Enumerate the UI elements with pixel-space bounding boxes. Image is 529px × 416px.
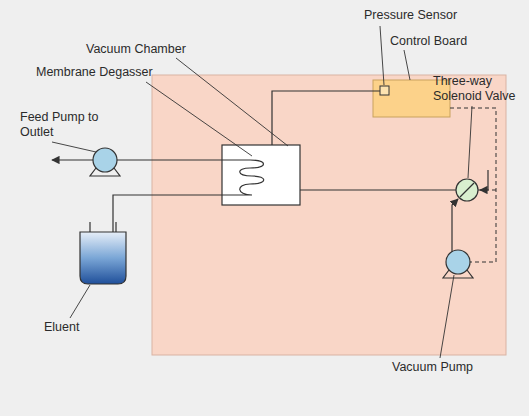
vacuum-pump bbox=[446, 250, 470, 274]
leader-line bbox=[380, 26, 384, 85]
bottle-necks bbox=[90, 222, 116, 232]
pressure-sensor bbox=[380, 86, 389, 95]
eluent-bottle bbox=[80, 232, 126, 284]
part-label: Eluent bbox=[44, 320, 79, 335]
vent-arrow bbox=[480, 170, 488, 190]
feed-pump bbox=[93, 148, 117, 172]
housing-panel bbox=[152, 75, 506, 355]
solenoid-valve bbox=[456, 179, 478, 201]
outlet-arrow bbox=[52, 159, 93, 160]
part-label: Three-way Solenoid Valve bbox=[433, 74, 525, 104]
membrane-coil bbox=[222, 160, 264, 195]
leader-line bbox=[176, 58, 288, 146]
sensor-line bbox=[272, 91, 380, 145]
part-label: Control Board bbox=[390, 34, 467, 49]
suction-line bbox=[113, 195, 222, 236]
part-label: Vacuum Chamber bbox=[86, 42, 186, 57]
leader-line bbox=[70, 285, 90, 318]
leader-line bbox=[146, 82, 252, 156]
valve-needle bbox=[460, 183, 474, 197]
part-label: Membrane Degasser bbox=[36, 65, 153, 80]
control-signal bbox=[450, 108, 496, 262]
part-label: Vacuum Pump bbox=[392, 360, 473, 375]
leader-line bbox=[52, 142, 96, 152]
part-label: Pressure Sensor bbox=[364, 8, 457, 23]
pump-suction bbox=[452, 199, 458, 255]
part-label: Feed Pump to Outlet bbox=[20, 110, 100, 140]
leader-line bbox=[468, 106, 472, 178]
vacuum-line bbox=[300, 189, 456, 190]
leader-line bbox=[404, 50, 410, 80]
control-signal bbox=[478, 190, 496, 191]
vacuum-chamber bbox=[222, 145, 300, 205]
leader-line bbox=[440, 275, 454, 358]
feed-line bbox=[117, 159, 222, 160]
